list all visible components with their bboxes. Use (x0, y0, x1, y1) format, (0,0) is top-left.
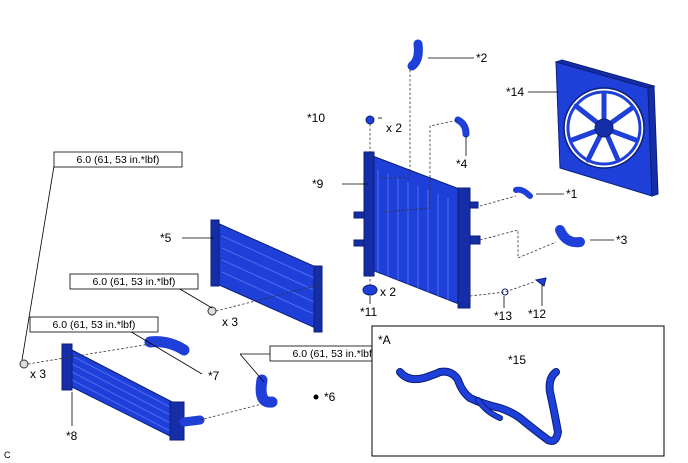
corner-code: C (4, 450, 11, 460)
torque-box-1: 6.0 (61, 53 in.*lbf) (53, 151, 183, 168)
clamp-6 (313, 394, 319, 400)
fan-shroud-part (554, 59, 659, 197)
hose-7 (144, 336, 190, 356)
callout-15: *15 (508, 353, 526, 367)
radiator-part (353, 151, 481, 309)
cushion-10 (365, 115, 375, 125)
qty-11: x 2 (380, 285, 396, 299)
callout-10: *10 (307, 111, 325, 125)
radiator-core-part (210, 219, 323, 333)
cushion-11 (362, 284, 378, 296)
hose-assembly-15 (396, 367, 562, 445)
callout-11: *11 (360, 305, 377, 319)
assembly-lines (27, 65, 557, 421)
torque-box-3: 6.0 (61, 53 in.*lbf) (29, 316, 159, 333)
hose-1 (513, 186, 533, 199)
callout-9: *9 (312, 177, 324, 191)
callout-1: *1 (566, 187, 578, 201)
intercooler-part (61, 343, 205, 441)
torque-spec: 6.0 (61, 53 in.*lbf) (77, 154, 160, 166)
torque-spec: 6.0 (61, 53 in.*lbf) (53, 319, 136, 331)
callout-12: *12 (528, 307, 546, 321)
hose-6 (255, 374, 278, 408)
hose-4 (454, 116, 470, 138)
torque-box-4: 6.0 (61, 53 in.*lbf) (269, 345, 399, 362)
callout-2: *2 (476, 51, 488, 65)
callout-14: *14 (506, 85, 524, 99)
torque-spec: 6.0 (61, 53 in.*lbf) (293, 348, 376, 360)
qty-10: x 2 (386, 121, 402, 135)
callout-4: *4 (456, 157, 468, 171)
callout-13: *13 (494, 309, 512, 323)
hose-3 (555, 225, 585, 248)
bolt-8 (19, 359, 29, 369)
qty-5: x 3 (222, 315, 238, 329)
callout-8: *8 (66, 429, 78, 443)
hose-2 (407, 39, 423, 71)
torque-spec: 6.0 (61, 53 in.*lbf) (93, 276, 176, 288)
clip-12 (534, 277, 547, 287)
callout-6: *6 (324, 390, 336, 404)
callout-5: *5 (160, 231, 172, 245)
inset-view-a: *A *15 (371, 325, 665, 457)
qty-8: x 3 (30, 367, 46, 381)
bolt-5 (207, 306, 217, 316)
torque-box-2: 6.0 (61, 53 in.*lbf) (69, 273, 199, 290)
callout-7: *7 (208, 369, 220, 383)
callout-3: *3 (616, 233, 628, 247)
inset-label: *A (378, 333, 391, 347)
